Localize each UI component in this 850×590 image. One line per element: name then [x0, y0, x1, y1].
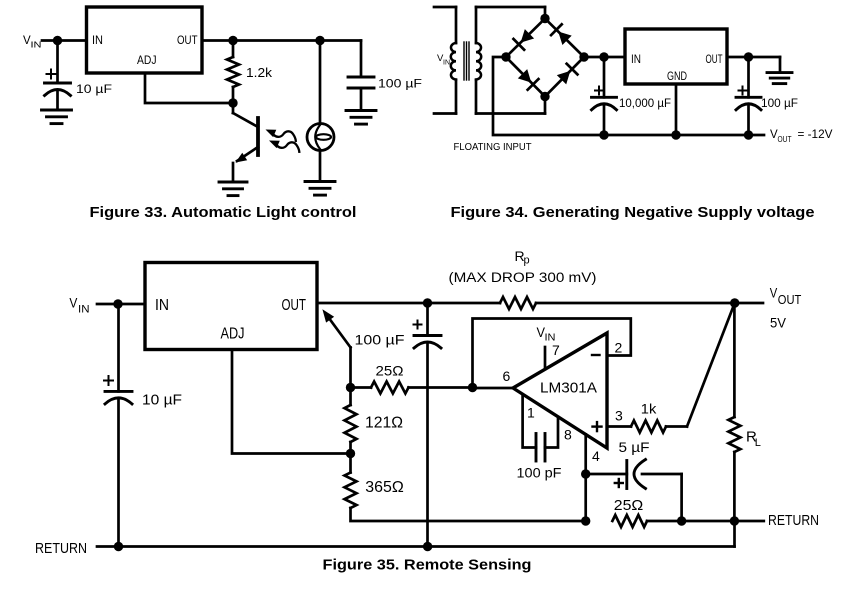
- svg-text:LM301A: LM301A: [540, 380, 597, 397]
- svg-text:V: V: [770, 286, 778, 301]
- svg-text:OUT: OUT: [778, 293, 802, 307]
- svg-text:6: 6: [503, 368, 511, 384]
- svg-text:Figure 33. Automatic Light con: Figure 33. Automatic Light control: [90, 204, 357, 221]
- svg-text:R: R: [746, 429, 757, 446]
- svg-text:Figure 34. Generating Negative: Figure 34. Generating Negative Supply vo…: [451, 204, 815, 221]
- svg-text:IN: IN: [545, 333, 556, 344]
- svg-text:2: 2: [615, 340, 623, 356]
- svg-text:Figure 35. Remote Sensing: Figure 35. Remote Sensing: [323, 556, 532, 573]
- svg-text:1: 1: [527, 405, 535, 421]
- svg-text:= -12V: = -12V: [798, 129, 833, 141]
- svg-text:IN: IN: [155, 297, 169, 314]
- svg-text:V: V: [437, 53, 444, 64]
- svg-text:4: 4: [592, 448, 600, 464]
- svg-text:7: 7: [552, 342, 560, 358]
- svg-text:OUT: OUT: [778, 134, 792, 144]
- svg-text:1k: 1k: [641, 401, 657, 416]
- svg-text:5 µF: 5 µF: [619, 439, 650, 455]
- svg-text:10 µF: 10 µF: [76, 84, 112, 96]
- svg-text:FLOATING INPUT: FLOATING INPUT: [454, 142, 532, 153]
- svg-text:IN: IN: [631, 54, 641, 66]
- svg-text:100 µF: 100 µF: [761, 98, 798, 110]
- svg-text:IN: IN: [78, 304, 90, 316]
- svg-text:RETURN: RETURN: [35, 541, 87, 557]
- svg-text:1.2k: 1.2k: [246, 66, 273, 80]
- svg-text:(MAX DROP 300 mV): (MAX DROP 300 mV): [449, 270, 597, 285]
- svg-text:GND: GND: [667, 71, 687, 83]
- svg-text:10 µF: 10 µF: [142, 391, 182, 408]
- svg-text:p: p: [524, 255, 530, 267]
- svg-text:IN: IN: [92, 35, 103, 47]
- svg-text:OUT: OUT: [177, 35, 198, 47]
- svg-text:OUT: OUT: [282, 297, 307, 314]
- svg-text:RETURN: RETURN: [768, 513, 819, 529]
- svg-text:L: L: [755, 437, 761, 449]
- svg-text:3: 3: [615, 408, 623, 424]
- svg-text:V: V: [69, 294, 78, 310]
- svg-text:V: V: [23, 35, 31, 47]
- svg-text:ADJ: ADJ: [221, 325, 245, 342]
- svg-text:OUT: OUT: [706, 54, 723, 66]
- svg-text:V: V: [537, 324, 546, 340]
- svg-text:R: R: [515, 248, 525, 264]
- svg-text:100 pF: 100 pF: [517, 466, 562, 481]
- svg-text:25Ω: 25Ω: [376, 362, 404, 378]
- svg-text:365Ω: 365Ω: [365, 479, 404, 496]
- svg-text:121Ω: 121Ω: [365, 414, 403, 431]
- svg-text:100 µF: 100 µF: [378, 79, 422, 91]
- svg-text:100 µF: 100 µF: [355, 333, 405, 348]
- svg-text:ADJ: ADJ: [137, 55, 157, 67]
- svg-text:5V: 5V: [770, 316, 786, 331]
- svg-text:IN: IN: [443, 60, 450, 67]
- svg-text:V: V: [770, 129, 778, 141]
- svg-text:8: 8: [564, 427, 572, 443]
- svg-text:IN: IN: [31, 40, 42, 50]
- svg-text:25Ω: 25Ω: [614, 497, 644, 514]
- svg-text:10,000 µF: 10,000 µF: [619, 98, 671, 110]
